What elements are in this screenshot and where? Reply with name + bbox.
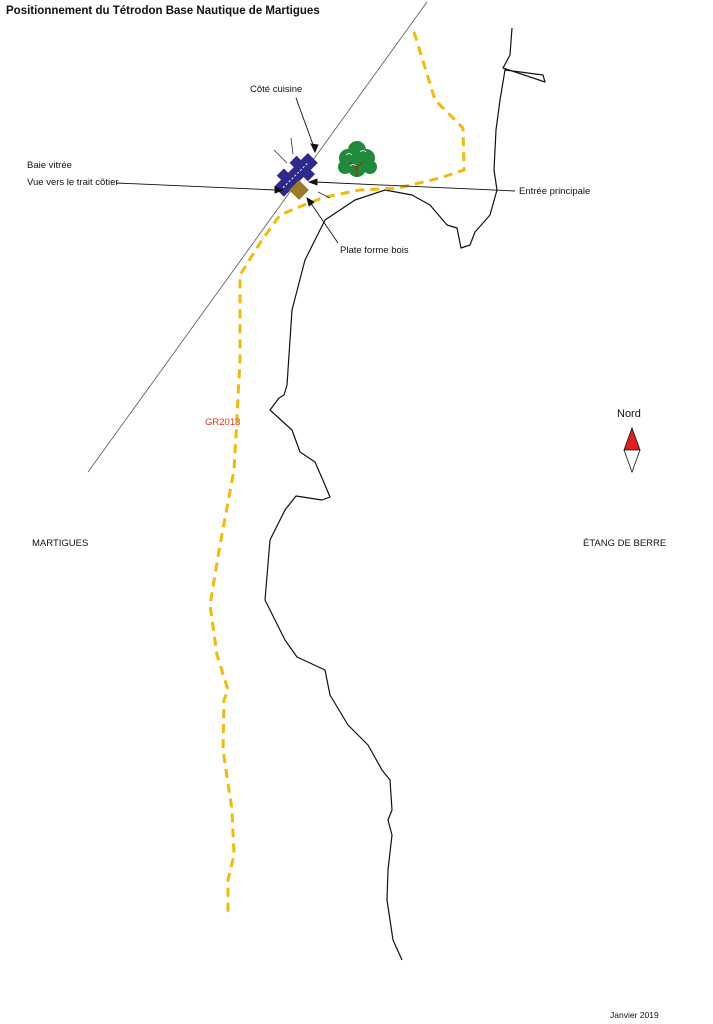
building-tick bbox=[273, 149, 288, 164]
leader-lines bbox=[115, 97, 516, 244]
label-martigues: MARTIGUES bbox=[32, 538, 88, 549]
label-plate-forme: Plate forme bois bbox=[340, 245, 409, 256]
orientation-line bbox=[87, 1, 428, 473]
date-label: Janvier 2019 bbox=[610, 1010, 659, 1020]
label-entree-principale: Entrée principale bbox=[519, 186, 590, 197]
label-cote-cuisine: Côté cuisine bbox=[250, 84, 302, 95]
tree-icon bbox=[338, 141, 377, 177]
coastline bbox=[264, 27, 546, 961]
label-vue: Vue vers le trait côtier bbox=[27, 177, 119, 188]
trail-label: GR2013 bbox=[205, 417, 240, 428]
wood-platform-icon bbox=[289, 180, 309, 200]
label-etang-de-berre: ÉTANG DE BERRE bbox=[583, 538, 666, 549]
north-label: Nord bbox=[617, 408, 641, 420]
gr2013-trail bbox=[208, 31, 466, 918]
label-baie-vitree: Baie vitrée bbox=[27, 160, 72, 171]
building-tick bbox=[317, 191, 331, 199]
map-title: Positionnement du Tétrodon Base Nautique… bbox=[6, 5, 320, 17]
building-tick bbox=[290, 137, 294, 155]
north-arrow-icon bbox=[623, 426, 641, 474]
